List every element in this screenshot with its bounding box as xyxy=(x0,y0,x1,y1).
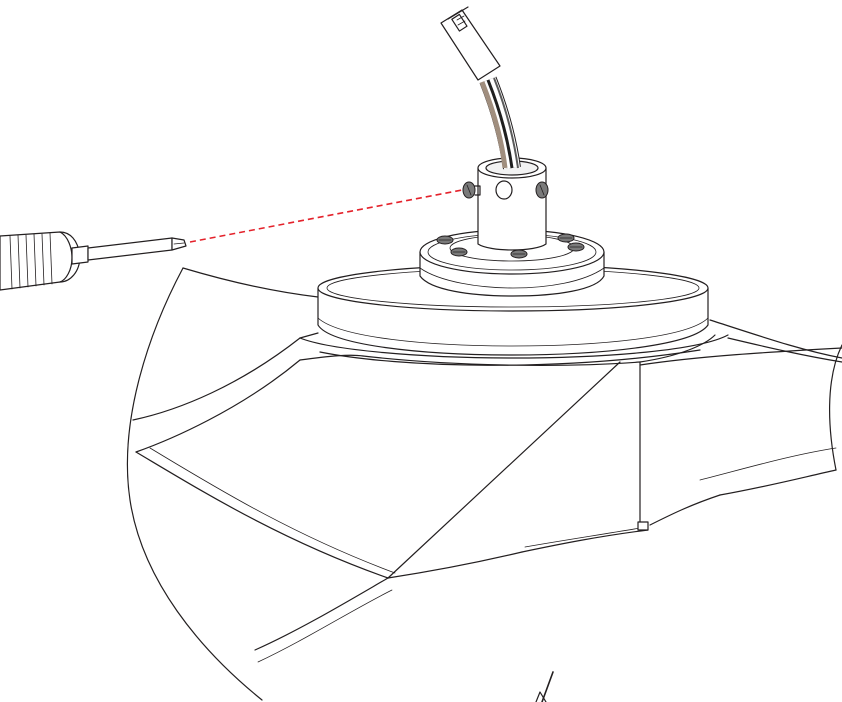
flange-screw-icon xyxy=(510,249,528,259)
wire-bundle xyxy=(479,76,521,170)
wire-connector-icon xyxy=(440,6,501,81)
fan-blade-left xyxy=(126,267,396,701)
alignment-guide-line xyxy=(189,189,463,243)
set-screw-icon xyxy=(535,181,549,199)
flange-screw-icon xyxy=(436,235,454,245)
flange-screw-icon xyxy=(567,242,585,252)
phillips-screwdriver-icon xyxy=(0,231,187,291)
flange-screw-icon xyxy=(450,247,468,257)
downrod-collar xyxy=(477,157,549,251)
flange-screw-icon xyxy=(557,233,575,243)
fan-blade-center xyxy=(319,334,716,702)
set-screw-icon xyxy=(462,181,481,199)
fan-blade-right xyxy=(639,319,842,526)
